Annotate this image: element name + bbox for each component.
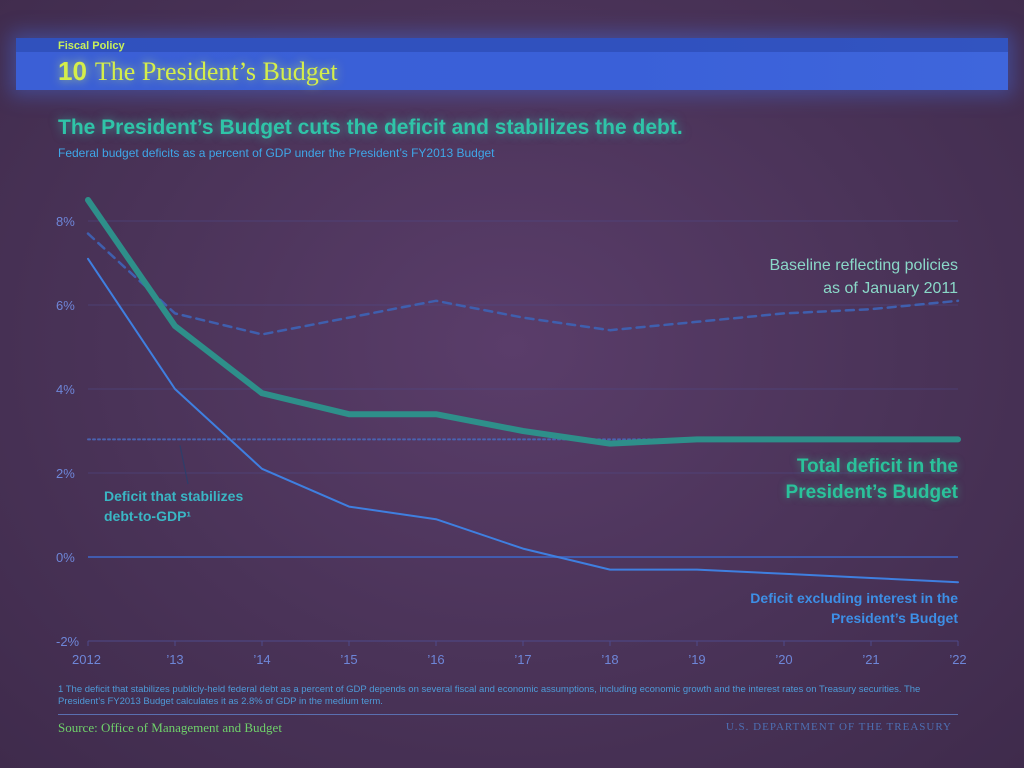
total-label-line1: Total deficit in the bbox=[796, 456, 958, 477]
x-tick-label: ’17 bbox=[514, 652, 531, 667]
total-label-line2: President’s Budget bbox=[785, 482, 958, 503]
x-tick-label: ’15 bbox=[340, 652, 357, 667]
total-series-label: Total deficit in the President’s Budget bbox=[786, 454, 958, 506]
deficit-excluding-interest-line bbox=[87, 257, 959, 584]
y-tick-label: 4% bbox=[56, 382, 75, 397]
baseline-label-line1: Baseline reflecting policies bbox=[769, 257, 958, 274]
stabilizing-label-line2: debt-to-GDP¹ bbox=[104, 508, 192, 524]
y-tick-label: -2% bbox=[56, 634, 80, 649]
x-tick-label: ’19 bbox=[688, 652, 705, 667]
excluding-interest-series-label: Deficit excluding interest in the Presid… bbox=[750, 588, 958, 628]
section-title-text: The President’s Budget bbox=[94, 57, 338, 86]
excluding-label-line2: President’s Budget bbox=[830, 610, 958, 626]
header-band bbox=[16, 38, 1008, 90]
x-tick-label: ’13 bbox=[166, 652, 183, 667]
header-stripe bbox=[16, 38, 1008, 52]
baseline-line bbox=[86, 232, 960, 336]
stabilizing-label-line1: Deficit that stabilizes bbox=[104, 488, 244, 504]
stabilizing-annotation-leader bbox=[179, 445, 189, 485]
x-tick-label: ’20 bbox=[775, 652, 792, 667]
footnote: 1 The deficit that stabilizes publicly-h… bbox=[58, 684, 921, 707]
total-deficit-line bbox=[85, 197, 961, 447]
chart-subtitle: Federal budget deficits as a percent of … bbox=[58, 146, 495, 160]
y-tick-label: 6% bbox=[56, 298, 75, 313]
source-note: Source: Office of Management and Budget bbox=[58, 720, 282, 735]
chart-title: The President’s Budget cuts the deficit … bbox=[58, 116, 683, 139]
y-tick-label: 8% bbox=[56, 214, 75, 229]
agency-name: U.S. DEPARTMENT OF THE TREASURY bbox=[725, 721, 952, 733]
y-tick-label: 0% bbox=[56, 550, 75, 565]
stabilizing-series-label: Deficit that stabilizes debt-to-GDP¹ bbox=[104, 486, 243, 526]
x-tick-label: ’18 bbox=[601, 652, 618, 667]
x-tick-label: ’14 bbox=[253, 652, 270, 667]
x-tick-label: 2012 bbox=[72, 652, 101, 667]
footer-divider bbox=[58, 714, 958, 715]
section-number: 10 bbox=[58, 56, 87, 86]
baseline-label-line2: as of January 2011 bbox=[823, 280, 958, 297]
x-tick-label: ’22 bbox=[949, 652, 966, 667]
x-tick-label: ’16 bbox=[427, 652, 444, 667]
baseline-series-label: Baseline reflecting policies as of Janua… bbox=[769, 254, 958, 300]
x-tick-label: ’21 bbox=[862, 652, 879, 667]
section-kicker: Fiscal Policy bbox=[58, 40, 125, 52]
y-tick-label: 2% bbox=[56, 466, 75, 481]
excluding-label-line1: Deficit excluding interest in the bbox=[750, 590, 958, 606]
